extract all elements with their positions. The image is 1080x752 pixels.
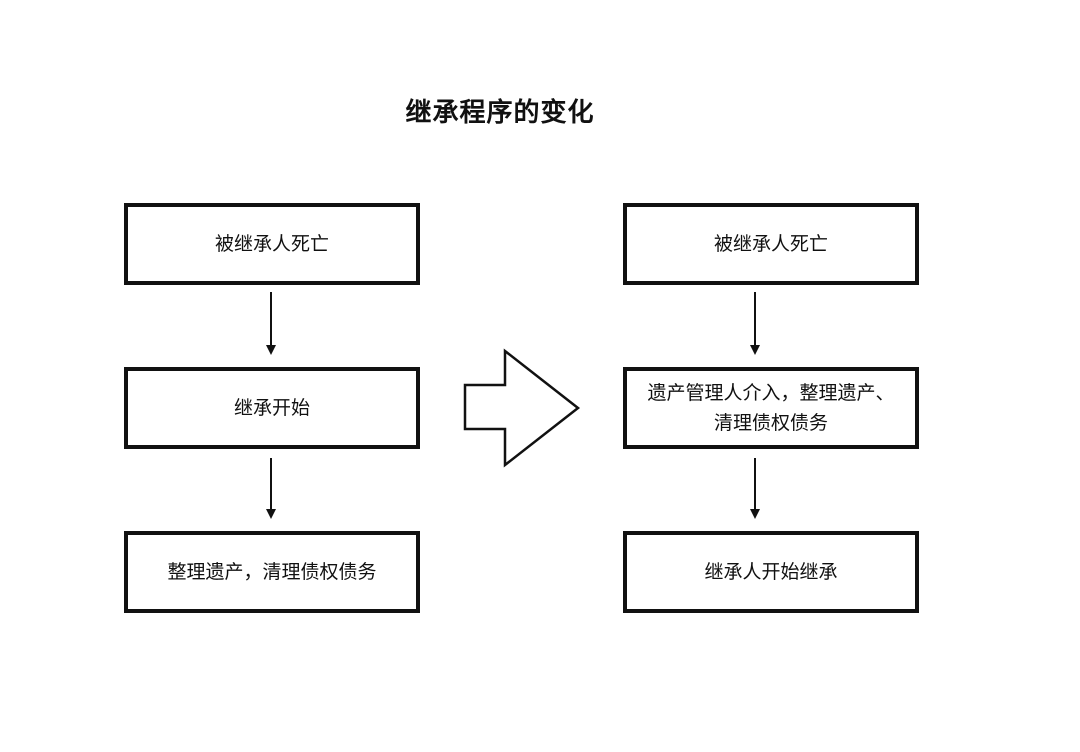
left-step-3-label: 整理遗产，清理债权债务 bbox=[167, 561, 377, 583]
transition-arrow-icon bbox=[463, 348, 581, 468]
left-step-1-box: 被继承人死亡 bbox=[124, 203, 420, 285]
right-step-3-box: 继承人开始继承 bbox=[623, 531, 919, 613]
right-step-1-box: 被继承人死亡 bbox=[623, 203, 919, 285]
left-step-2-box: 继承开始 bbox=[124, 367, 420, 449]
left-step-2-label: 继承开始 bbox=[233, 397, 310, 419]
right-step-1-label: 被继承人死亡 bbox=[713, 233, 828, 255]
left-step-1-label: 被继承人死亡 bbox=[214, 233, 329, 255]
right-step-2-label-line-1: 遗产管理人介入，整理遗产、 bbox=[647, 382, 895, 404]
diagram-title: 继承程序的变化 bbox=[405, 98, 595, 128]
right-step-2-box: 遗产管理人介入，整理遗产、 清理债权债务 bbox=[623, 367, 919, 449]
right-step-2-label-line-2: 清理债权债务 bbox=[713, 412, 828, 434]
right-step-3-label: 继承人开始继承 bbox=[704, 561, 838, 583]
left-step-3-box: 整理遗产，清理债权债务 bbox=[124, 531, 420, 613]
